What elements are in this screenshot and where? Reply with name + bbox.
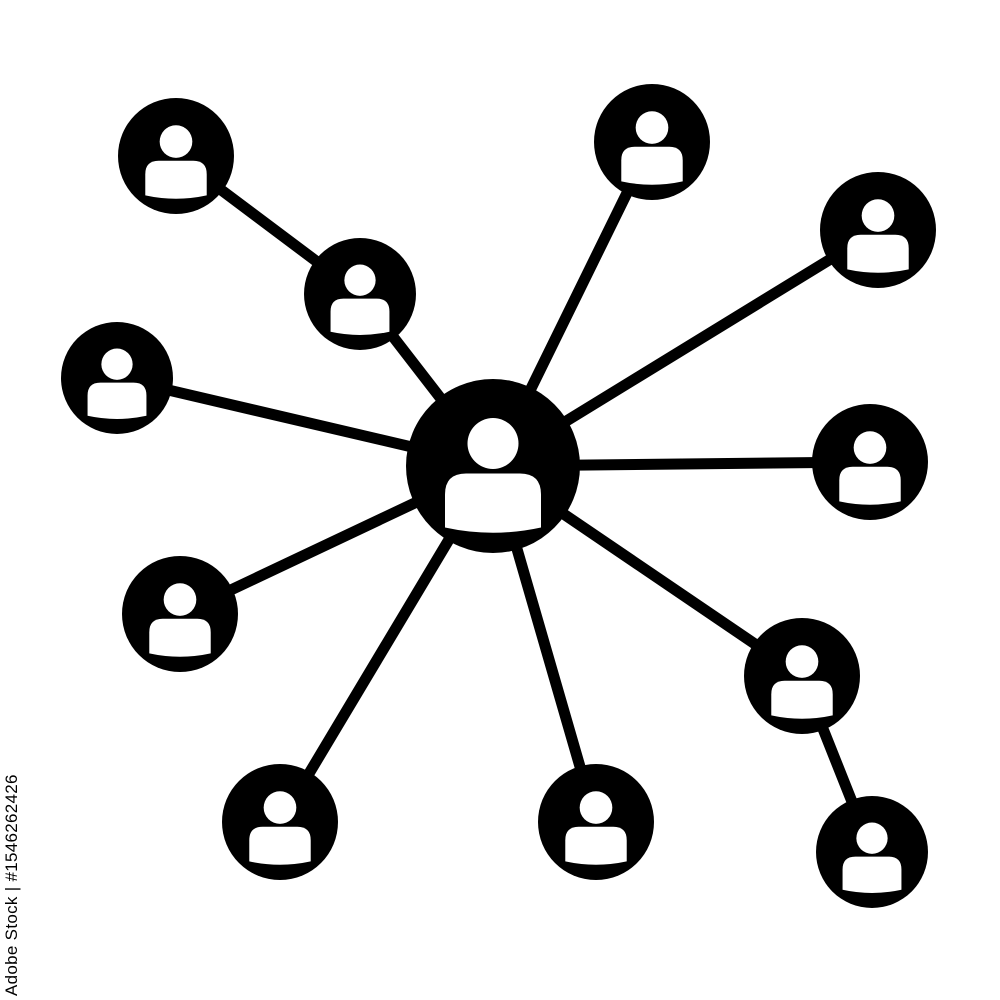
node-top-left-outer [118,98,234,214]
node-bottom-left [222,764,338,880]
node-lower-right [744,618,860,734]
stock-id-text: Adobe Stock | #1546262426 [2,774,21,996]
node-bottom [538,764,654,880]
node-top-right [820,172,936,288]
node-right [812,404,928,520]
node-top-left-inner [304,238,416,350]
node-bottom-right [816,796,928,908]
hub-node [406,379,580,553]
node-top [594,84,710,200]
node-lower-left [122,556,238,672]
node-left [61,322,173,434]
